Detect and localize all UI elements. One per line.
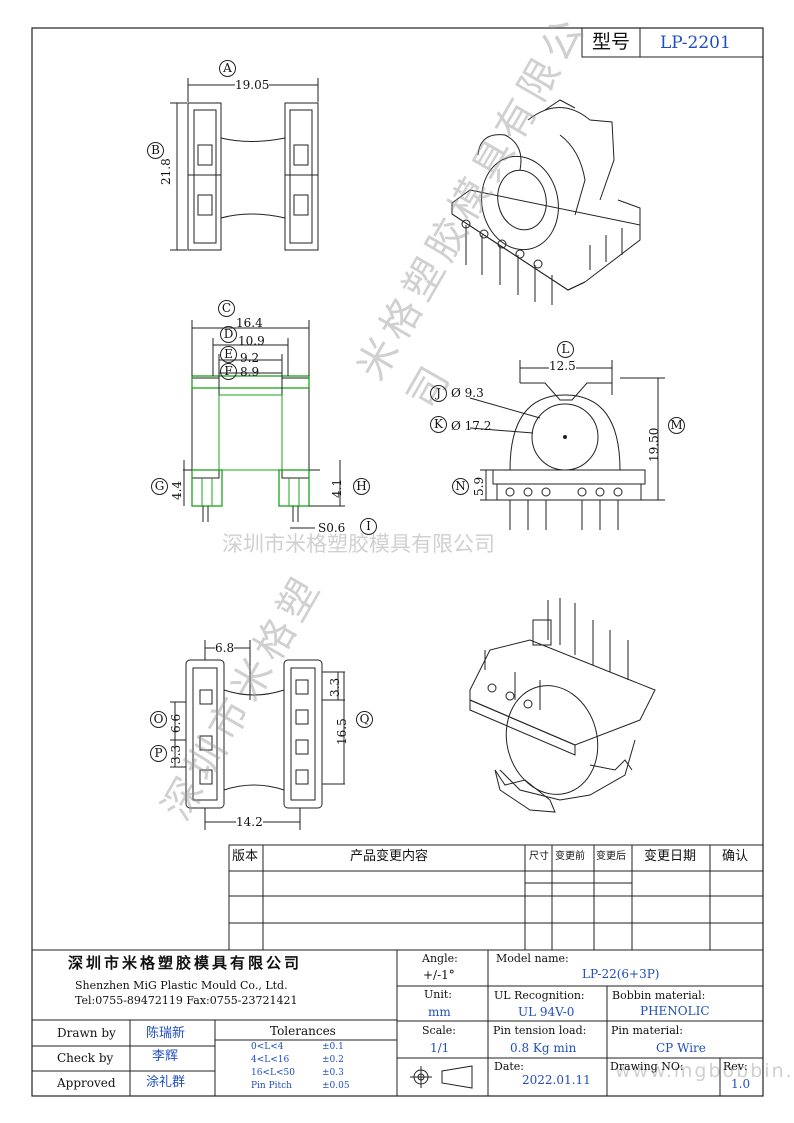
side-view <box>183 320 345 529</box>
unit-label: Unit: <box>424 988 452 1001</box>
scale-label: Scale: <box>422 1024 456 1037</box>
dim-value-c: 16.4 <box>236 316 263 330</box>
rev-col-before: 变更前 <box>555 851 585 862</box>
pin-material-value: CP Wire <box>656 1041 706 1055</box>
dim-label-n: N <box>452 478 469 495</box>
pin-tension-value: 0.8 Kg min <box>510 1041 577 1055</box>
dim-label-l: L <box>557 341 574 358</box>
check-by-label: Check by <box>57 1051 114 1065</box>
date-value: 2022.01.11 <box>522 1073 591 1087</box>
title-block-lines <box>32 949 763 1096</box>
dim-label-a: A <box>219 60 236 77</box>
dim-label-h: H <box>353 478 370 495</box>
dim-value-bottom-top: 6.8 <box>215 641 235 655</box>
dim-label-i: I <box>360 518 377 535</box>
company-contact: Tel:0755-89472119 Fax:0755-23721421 <box>75 994 298 1007</box>
dim-value-j: Ø 9.3 <box>451 386 484 400</box>
dim-label-g: G <box>151 478 168 495</box>
model-label: 型号 <box>592 31 631 53</box>
rev-col-date: 变更日期 <box>644 849 697 864</box>
watermark-horizontal: 深圳市米格塑胶模具有限公司 <box>222 532 495 556</box>
tolerance-value-1: ±0.1 <box>322 1042 344 1052</box>
tolerance-range-2: 4<L<16 <box>251 1055 290 1065</box>
dim-value-k: Ø 17.2 <box>451 419 492 433</box>
dim-label-j: J <box>430 385 447 402</box>
sheet-border <box>31 27 764 1097</box>
rev-col-after: 变更后 <box>596 851 626 862</box>
dim-label-o: O <box>150 711 167 728</box>
dim-label-b: B <box>147 142 164 159</box>
rev-col-content: 产品变更内容 <box>350 849 429 864</box>
date-label: Date: <box>494 1060 525 1073</box>
tolerance-range-4: Pin Pitch <box>251 1081 292 1091</box>
tolerance-value-4: ±0.05 <box>322 1081 350 1091</box>
rev-col-version: 版本 <box>232 849 259 864</box>
drawn-by-value: 陈瑞新 <box>146 1026 186 1041</box>
dim-label-e: E <box>220 346 237 363</box>
dim-label-p: P <box>150 745 167 762</box>
tolerance-value-3: ±0.3 <box>322 1068 344 1078</box>
dim-value-bottom-width: 14.2 <box>236 815 263 829</box>
company-name-en: Shenzhen MiG Plastic Mould Co., Ltd. <box>75 979 288 992</box>
dim-label-f: F <box>220 363 237 380</box>
tolerance-value-2: ±0.2 <box>322 1055 344 1065</box>
dim-value-q: 16.5 <box>335 718 349 745</box>
tolerance-range-1: 0<L<4 <box>251 1042 284 1052</box>
dim-value-g: 4.4 <box>170 480 184 500</box>
model-name-value: LP-22(6+3P) <box>582 967 660 981</box>
iso-view-top <box>451 99 641 305</box>
header-box <box>581 27 764 58</box>
rev-label: Rev: <box>723 1060 748 1073</box>
front-view <box>469 360 665 530</box>
unit-value: mm <box>428 1005 451 1019</box>
bobbin-material-value: PHENOLIC <box>640 1004 710 1018</box>
dim-value-h: 4.1 <box>330 478 344 498</box>
drawn-by-label: Drawn by <box>57 1026 116 1040</box>
dim-value-d: 10.9 <box>238 334 265 348</box>
dim-label-d: D <box>220 326 237 343</box>
rev-col-size: 尺寸 <box>529 851 549 862</box>
ul-label: UL Recognition: <box>494 989 585 1002</box>
approved-label: Approved <box>57 1076 116 1090</box>
check-by-value: 李辉 <box>152 1049 179 1064</box>
revision-table-lines <box>228 844 764 951</box>
pin-tension-label: Pin tension load: <box>493 1024 587 1037</box>
bottom-view <box>170 640 345 830</box>
model-number: LP-2201 <box>660 33 731 53</box>
bobbin-material-label: Bobbin material: <box>612 989 706 1002</box>
rev-value: 1.0 <box>731 1077 751 1091</box>
iso-view-bottom <box>469 598 656 813</box>
dim-value-i: S0.6 <box>318 521 346 535</box>
tolerance-range-3: 16<L<50 <box>251 1068 295 1078</box>
angle-label: Angle: <box>422 952 458 965</box>
dim-value-a: 19.05 <box>235 78 270 92</box>
model-name-label: Model name: <box>496 952 569 965</box>
dim-label-k: K <box>430 416 447 433</box>
dim-value-n: 5.9 <box>472 476 486 496</box>
dim-label-c: C <box>218 300 235 317</box>
pin-material-label: Pin material: <box>611 1024 683 1037</box>
dim-value-o: 6.6 <box>169 713 183 733</box>
dim-value-b: 21.8 <box>159 158 173 185</box>
tolerances-title: Tolerances <box>270 1024 336 1038</box>
dim-value-l: 12.5 <box>549 359 576 373</box>
company-name-cn: 深圳市米格塑胶模具有限公司 <box>68 954 303 972</box>
dim-value-f: 8.9 <box>240 365 260 379</box>
dim-value-bottom-r1: 3.3 <box>328 677 342 697</box>
rev-col-confirm: 确认 <box>722 849 749 864</box>
watermark-url: www.mgbobbin.com <box>615 1060 794 1082</box>
approved-value: 涂礼群 <box>146 1075 186 1090</box>
scale-value: 1/1 <box>430 1041 450 1055</box>
ul-value: UL 94V-0 <box>518 1005 575 1019</box>
dim-label-m: M <box>668 417 685 434</box>
dim-value-e: 9.2 <box>240 351 260 365</box>
drawing-no-label: Drawing NO: <box>610 1060 684 1073</box>
dim-value-m: 19.50 <box>647 427 661 462</box>
dim-label-q: Q <box>356 711 373 728</box>
top-view <box>170 78 319 251</box>
dim-value-p: 3.3 <box>169 744 183 764</box>
angle-value: +/-1° <box>423 968 455 982</box>
